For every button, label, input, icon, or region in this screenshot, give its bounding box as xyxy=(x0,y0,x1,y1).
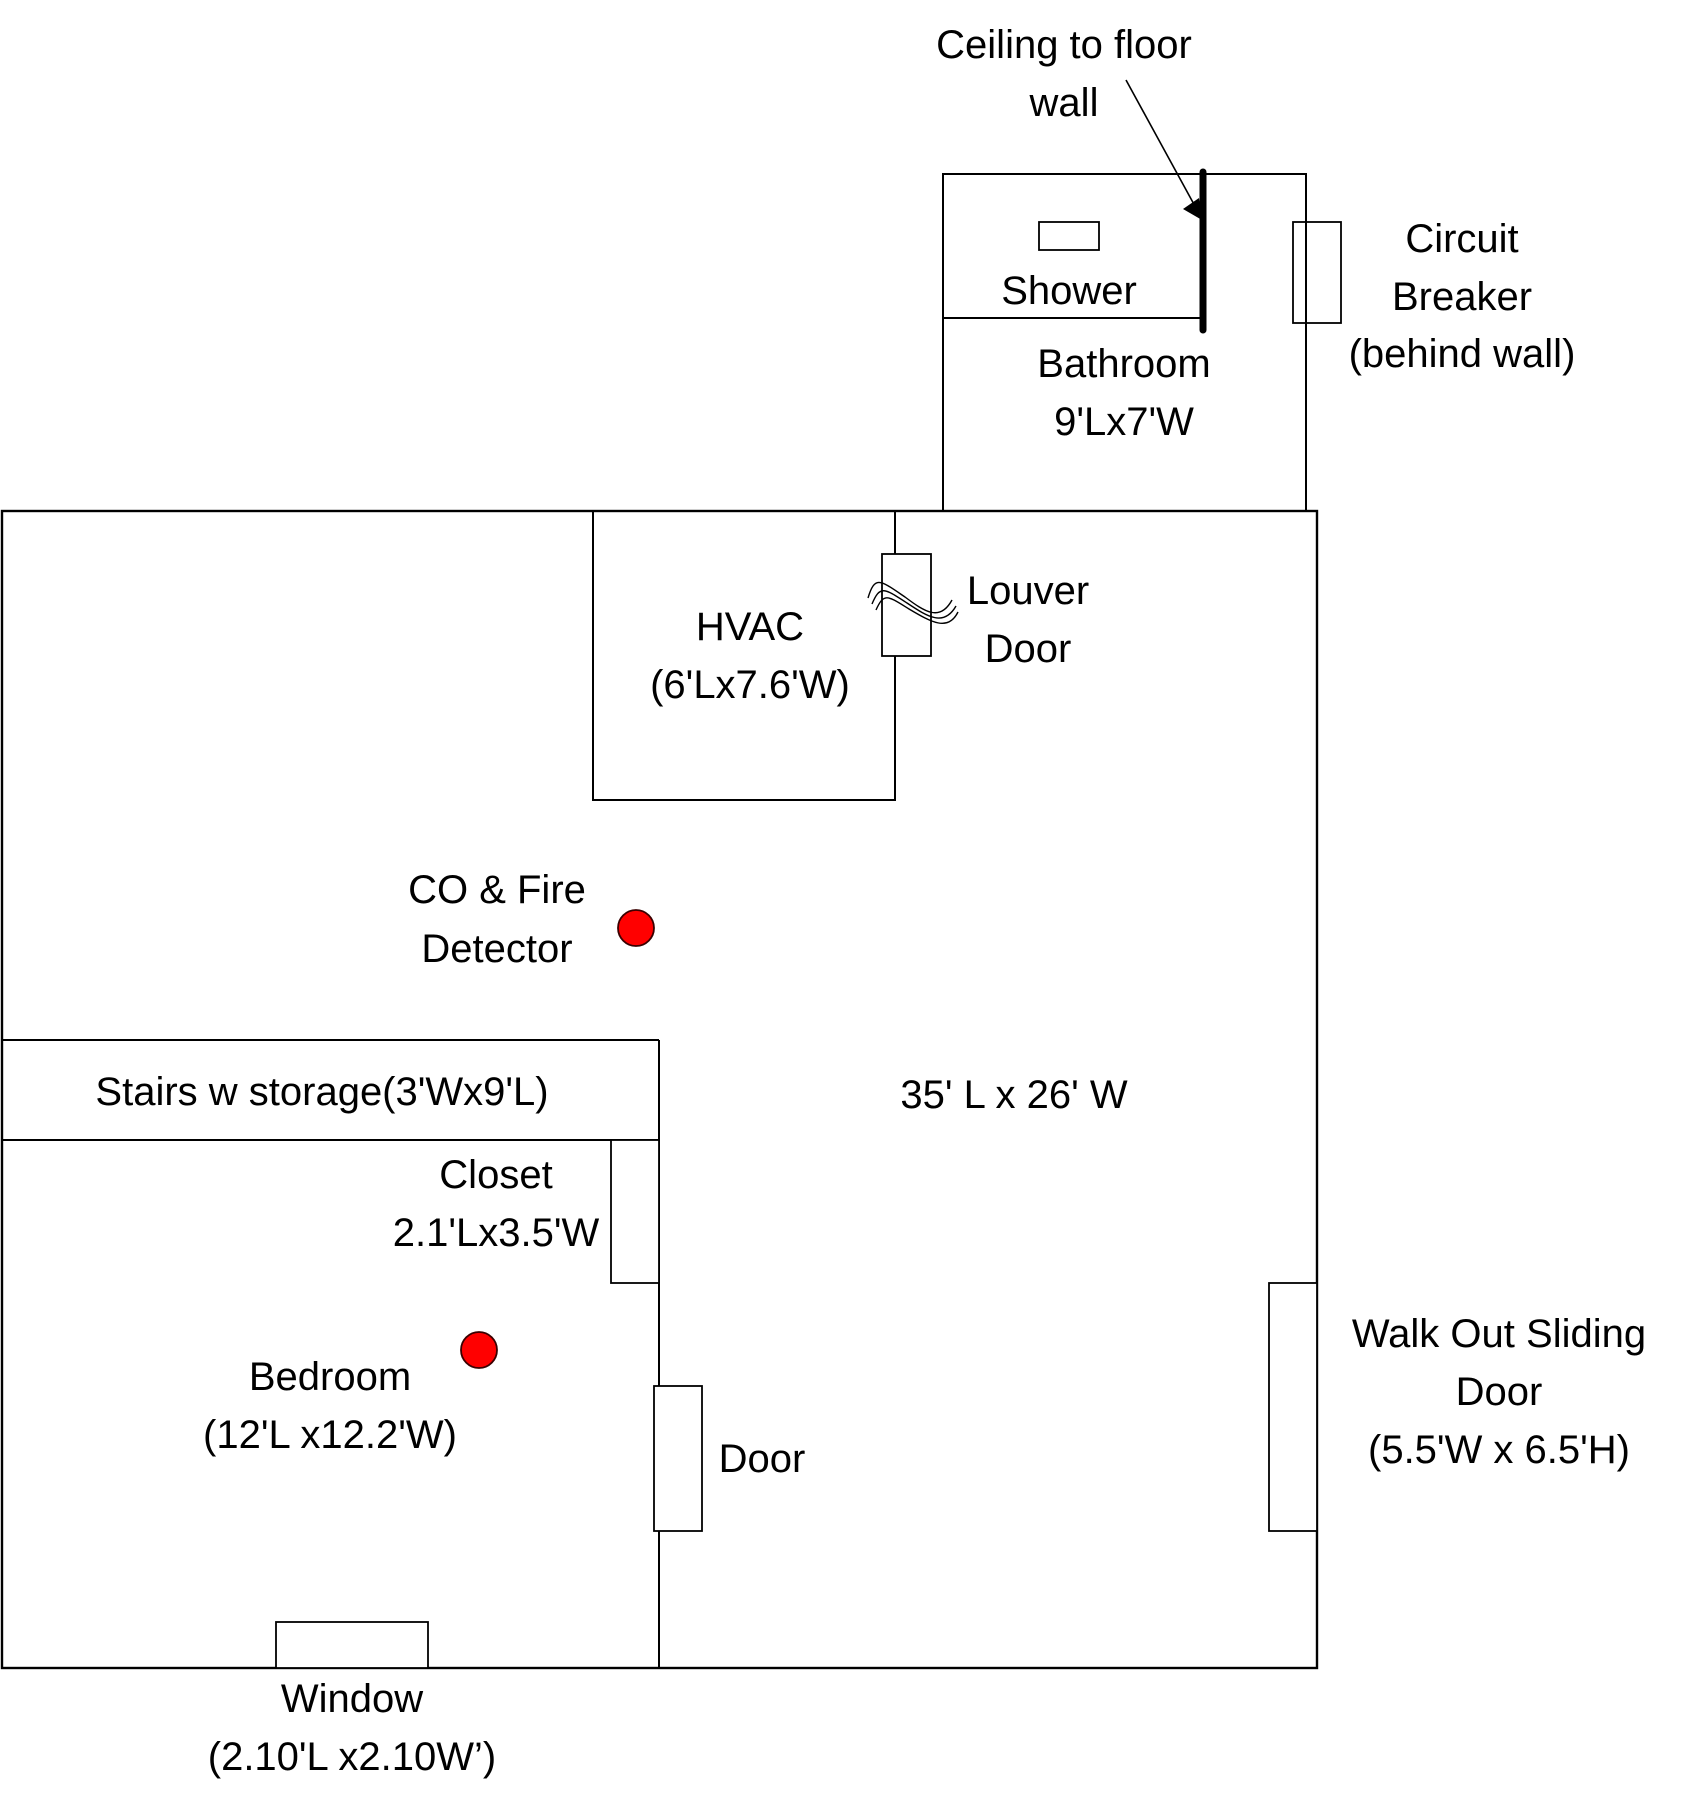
stairs-label: Stairs w storage(3'Wx9'L) xyxy=(95,1070,548,1114)
closet-label: Closet xyxy=(439,1153,552,1197)
bedroom-dimensions: (12'L x12.2'W) xyxy=(203,1413,457,1457)
arrow-head-icon xyxy=(1183,198,1202,220)
louver-door-label-line2: Door xyxy=(985,627,1072,671)
detector-label-line1: CO & Fire xyxy=(408,868,586,912)
circuit-breaker-label-line1: Circuit xyxy=(1405,217,1518,261)
shower-fixture xyxy=(1038,221,1100,251)
walk-out-sliding-door xyxy=(1268,1282,1318,1532)
ceiling-wall-arrow xyxy=(1125,79,1202,220)
hvac-walls xyxy=(592,511,896,801)
shower-label: Shower xyxy=(1001,269,1137,313)
sliding-door-label-line2: Door xyxy=(1456,1370,1543,1414)
window-label: Window xyxy=(281,1677,423,1721)
circuit-breaker-label-line2: Breaker xyxy=(1392,275,1532,319)
bedroom-door xyxy=(653,1385,703,1532)
circuit-breaker-box xyxy=(1292,221,1342,324)
circuit-breaker-label-line3: (behind wall) xyxy=(1349,332,1576,376)
sliding-door-label-line3: (5.5'W x 6.5'H) xyxy=(1368,1428,1630,1472)
co-fire-detector-bedroom xyxy=(460,1331,498,1369)
hvac-label: HVAC xyxy=(696,605,804,649)
hvac-dimensions: (6'Lx7.6'W) xyxy=(650,663,850,707)
hvac-room xyxy=(592,511,959,801)
sliding-door-label-line1: Walk Out Sliding xyxy=(1352,1312,1646,1356)
bathroom-dimensions: 9'Lx7'W xyxy=(1054,400,1194,444)
bathroom-label: Bathroom xyxy=(1037,342,1210,386)
closet-dimensions: 2.1'Lx3.5'W xyxy=(393,1211,600,1255)
louver-door xyxy=(881,553,932,657)
bedroom-window xyxy=(275,1621,429,1669)
closet xyxy=(610,1139,660,1284)
co-fire-detector-main xyxy=(617,909,655,947)
door-label: Door xyxy=(719,1437,806,1481)
main-room-dimensions: 35' L x 26' W xyxy=(900,1073,1127,1117)
bedroom xyxy=(275,1040,703,1669)
louver-airflow-icon xyxy=(867,581,959,624)
stairs-storage xyxy=(2,1039,659,1141)
arrow-line xyxy=(1125,79,1197,209)
detector-label-line2: Detector xyxy=(421,927,572,971)
ceiling-wall-label-line2: wall xyxy=(1029,81,1099,125)
bedroom-label: Bedroom xyxy=(249,1355,411,1399)
louver-door-label-line1: Louver xyxy=(967,569,1089,613)
window-dimensions: (2.10'L x2.10W’) xyxy=(208,1735,497,1779)
ceiling-wall-label-line1: Ceiling to floor xyxy=(936,23,1192,67)
